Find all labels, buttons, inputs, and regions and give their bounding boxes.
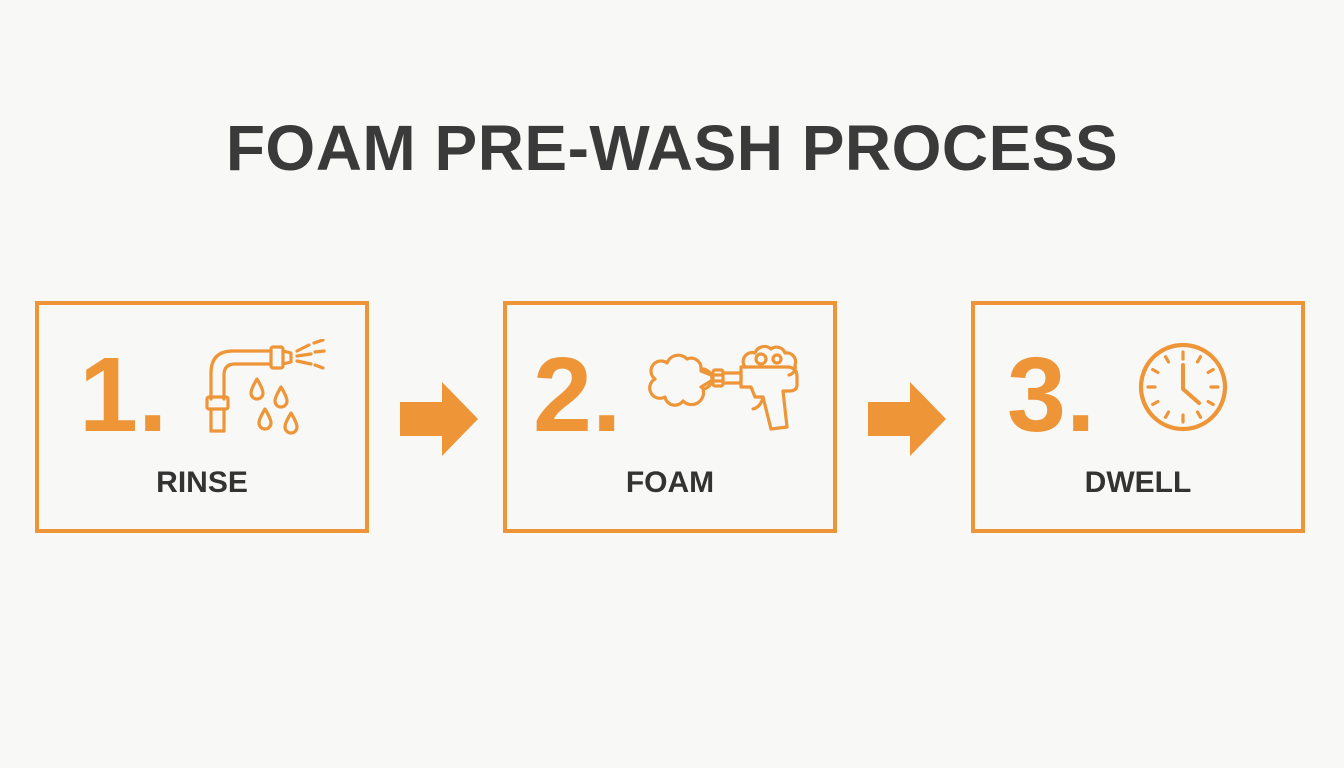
step-label: DWELL: [1084, 466, 1192, 499]
step-card-foam: 2. FOAM: [503, 301, 837, 533]
clock-icon: [1138, 342, 1228, 432]
step-label: FOAM: [625, 466, 715, 499]
step-card-rinse: 1. RINSE: [35, 301, 369, 533]
hose-spray-icon: [205, 339, 326, 435]
arrow-right-icon: [400, 382, 478, 456]
step-number: 1.: [79, 336, 168, 454]
arrow-right-icon: [868, 382, 946, 456]
step-number: 3.: [1007, 336, 1096, 454]
foam-gun-icon: [648, 344, 799, 431]
step-label: RINSE: [156, 466, 248, 499]
step-number: 2.: [533, 336, 622, 454]
page-title: FOAM PRE-WASH PROCESS: [225, 112, 1119, 184]
step-card-dwell: 3. DWELL: [971, 301, 1305, 533]
